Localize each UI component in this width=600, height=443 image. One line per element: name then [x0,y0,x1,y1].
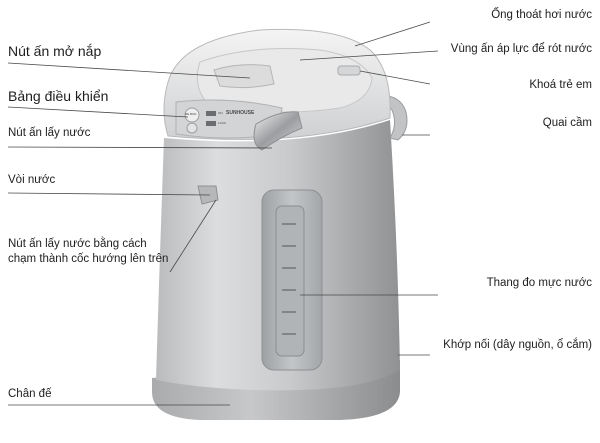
label-lid-button: Nút ấn mở nắp [8,43,102,59]
leader-child-lock [359,70,431,85]
panel-led-1 [206,111,216,116]
child-lock-shape [337,65,361,76]
panel-btn-2-text: ON [218,111,223,115]
brand-logo: SUNHOUSE [226,110,255,116]
leader-lid-button [7,62,251,79]
label-cup-button-line2: chạm thành cốc hướng lên trên [8,253,169,265]
panel-btn-1-text: RE BOIL [185,112,197,116]
label-spout: Vòi nước [8,174,56,186]
label-child-lock: Khoá trẻ em [529,79,592,91]
leader-control-panel [7,106,189,118]
panel-led-2 [206,121,216,126]
dispense-button-shape [253,111,303,151]
label-dispense-button: Nút ấn lấy nước [8,127,91,139]
label-control-panel: Bảng điều khiển [8,88,109,104]
leader-steam-vent [354,21,431,47]
label-water-gauge: Thang đo mực nước [486,277,592,289]
gauge-tube [275,205,305,357]
leader-spout [7,192,211,196]
leader-dispense [7,146,273,149]
label-base: Chân đế [8,388,52,400]
panel-btn-2 [186,122,198,134]
label-cup-button: Nút ấn lấy nước bằng cách chạm thành cốc… [8,237,168,267]
label-steam-vent: Ống thoát hơi nước [491,9,592,21]
label-pressure-area: Vùng ấn áp lực để rót nước [450,43,592,55]
leader-cup-button [169,199,217,273]
label-connector: Khớp nối (dây nguồn, ổ cắm) [443,339,592,351]
leader-lines [7,21,439,406]
leader-pressure-area [299,50,439,61]
panel-btn-3-text: LOCK [218,121,227,125]
panel-btn-1 [184,107,200,123]
label-cup-button-line1: Nút ấn lấy nước bằng cách [8,238,147,250]
label-handle: Quai cầm [542,117,592,129]
lid-button-shape [213,64,275,89]
gauge-ticks [282,223,296,335]
